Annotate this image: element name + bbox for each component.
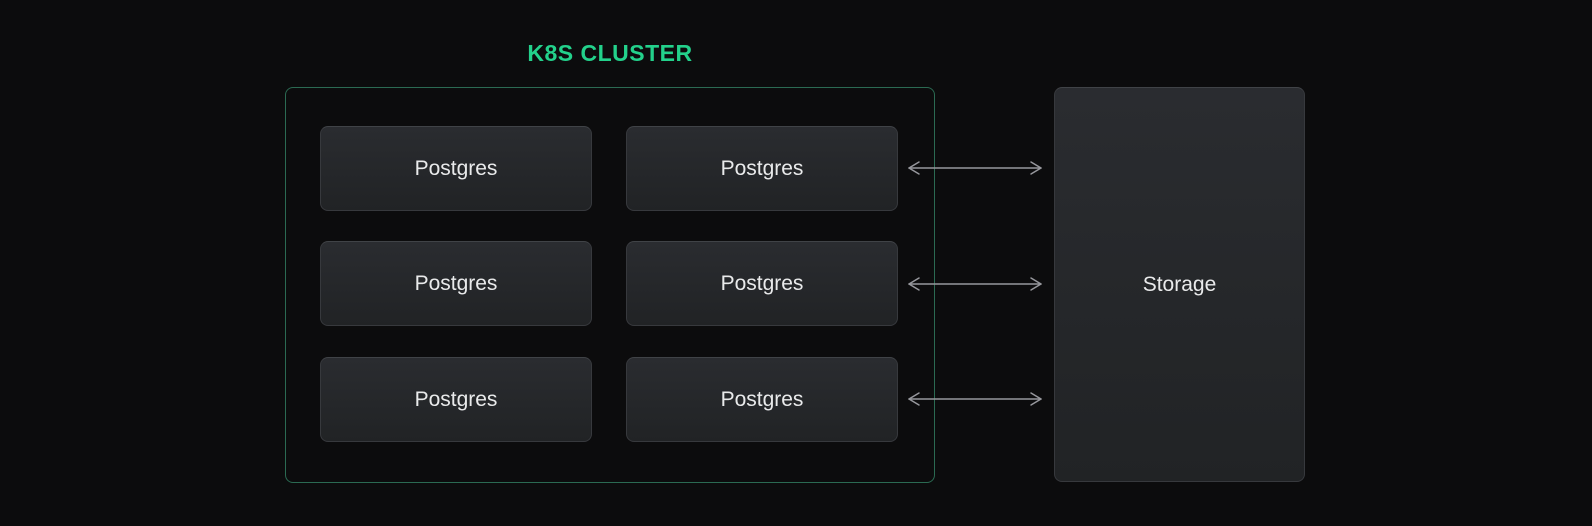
bidirectional-arrow-icon — [905, 276, 1045, 292]
bidirectional-arrow-icon — [905, 391, 1045, 407]
k8s-cluster-boundary: Postgres Postgres Postgres Postgres Post… — [285, 87, 935, 483]
postgres-node: Postgres — [626, 241, 898, 326]
postgres-node-label: Postgres — [720, 156, 804, 180]
postgres-node: Postgres — [626, 126, 898, 211]
postgres-node-label: Postgres — [414, 387, 498, 411]
postgres-node-label: Postgres — [414, 156, 498, 180]
postgres-node: Postgres — [626, 357, 898, 442]
postgres-node-label: Postgres — [720, 387, 804, 411]
postgres-node-label: Postgres — [414, 271, 498, 295]
storage-node: Storage — [1054, 87, 1305, 482]
cluster-title: K8S CLUSTER — [527, 40, 693, 66]
postgres-node: Postgres — [320, 241, 592, 326]
postgres-node: Postgres — [320, 357, 592, 442]
postgres-node-label: Postgres — [720, 271, 804, 295]
bidirectional-arrow-icon — [905, 160, 1045, 176]
postgres-node: Postgres — [320, 126, 592, 211]
storage-node-label: Storage — [1142, 272, 1217, 296]
